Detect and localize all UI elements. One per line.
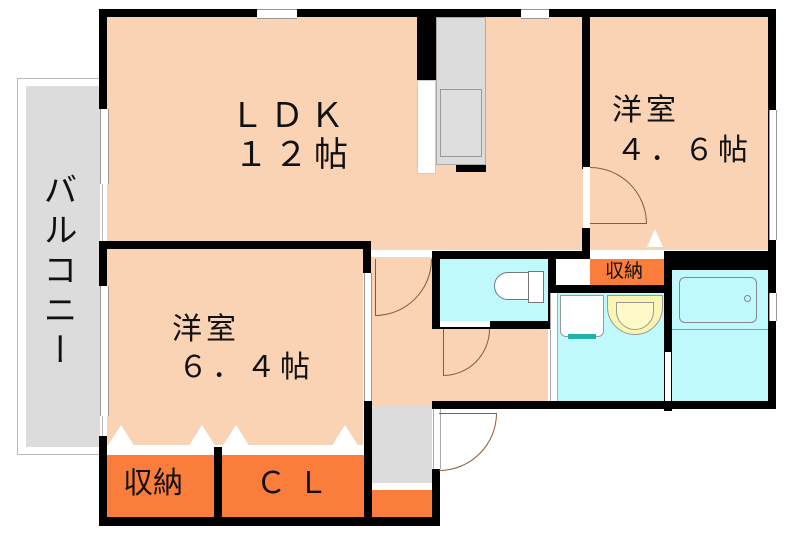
- kitchen-wall-stub: [456, 165, 486, 172]
- door-marker-storage-right: [188, 425, 216, 447]
- door-marker-storage-east: [647, 229, 663, 247]
- wall-west-upper: [99, 9, 107, 109]
- wall-mid-east: [583, 251, 776, 259]
- bedroom-west-label-line2: ６．４帖: [178, 350, 314, 385]
- wall-south: [99, 517, 436, 526]
- entrance-shoe-storage: [372, 490, 432, 517]
- kitchen-sink: [440, 89, 482, 157]
- door-bath-opening: [665, 352, 671, 405]
- ldk-label-line1: ＬＤＫ: [230, 96, 350, 136]
- storage-east: [590, 259, 664, 285]
- window-bedroom-east: [769, 110, 777, 240]
- wall-bedroom-west-east: [363, 241, 371, 273]
- opening-ldk-hall: [371, 250, 436, 257]
- bedroom-east-label-line1: 洋室: [612, 93, 680, 128]
- wall-storage-east-right: [664, 251, 672, 411]
- bathtub: [679, 277, 757, 323]
- ldk-room: [107, 17, 583, 250]
- toilet-bowl: [494, 272, 532, 300]
- closet-label: ＣＬ: [256, 466, 340, 501]
- balcony-floor: [26, 86, 100, 447]
- washing-machine: [560, 295, 604, 337]
- storage-east-door: [590, 251, 664, 259]
- wall-storage-east-bottom: [548, 285, 670, 293]
- wall-wet-center: [548, 251, 556, 321]
- wall-north-west: [99, 9, 589, 17]
- kitchen-partition-low: [417, 80, 436, 174]
- closet-door-strip: [107, 447, 364, 455]
- window-bedroom-west: [100, 286, 109, 416]
- wall-toilet-west: [432, 251, 440, 329]
- window-bathroom: [769, 293, 777, 321]
- entrance-step: [372, 483, 432, 490]
- window-kitchen-north: [521, 9, 549, 19]
- wall-toilet-south: [432, 321, 550, 329]
- bathtub-drain: [744, 295, 751, 302]
- wall-bedroom-east-west-lower: [582, 228, 590, 258]
- bath-divider: [672, 329, 768, 330]
- sliding-door-bedroom-west: [364, 273, 372, 403]
- wall-mid-center: [432, 251, 590, 259]
- door-marker-storage-left: [107, 425, 135, 447]
- wall-north-east: [581, 9, 776, 17]
- wall-storage-west: [99, 436, 107, 526]
- window-ldk-west: [100, 109, 109, 184]
- door-marker-closet-right: [331, 425, 359, 447]
- bedroom-west-room: [107, 249, 363, 445]
- wall-bath-top: [664, 259, 776, 270]
- storage-east-label: 収納: [605, 260, 644, 282]
- wall-bedroom-west-west-upper: [99, 241, 107, 286]
- ldk-label-line2: １２帖: [234, 135, 354, 175]
- washer-tray: [568, 334, 596, 339]
- kitchen-partition-wall: [417, 17, 436, 80]
- wall-entrance-east: [432, 469, 440, 526]
- storage-bottom-label: 収納: [123, 466, 183, 501]
- wall-bedroom-east-west: [582, 9, 590, 169]
- storage-bottom: [107, 455, 214, 517]
- window-ldk-north: [257, 9, 297, 19]
- wall-storage-divider: [214, 447, 222, 526]
- entrance-genkan: [372, 405, 432, 483]
- toilet-tank: [528, 271, 544, 303]
- entrance-door-swing: [439, 413, 497, 471]
- door-marker-closet-left: [222, 425, 250, 447]
- wall-ldk-south-west: [99, 241, 371, 249]
- closet: [222, 455, 364, 517]
- door-toilet-opening: [440, 321, 490, 327]
- bedroom-east-label-line2: ４．６帖: [616, 133, 752, 168]
- door-bedroom-east-opening: [583, 167, 590, 229]
- sliding-door-washroom: [550, 293, 558, 405]
- wall-bedroom-west-east-lower: [364, 401, 372, 521]
- bedroom-west-label-line1: 洋室: [172, 312, 240, 347]
- bathroom: [672, 270, 768, 405]
- wall-wet-south: [432, 401, 776, 409]
- balcony-label: バルコニー: [37, 172, 77, 372]
